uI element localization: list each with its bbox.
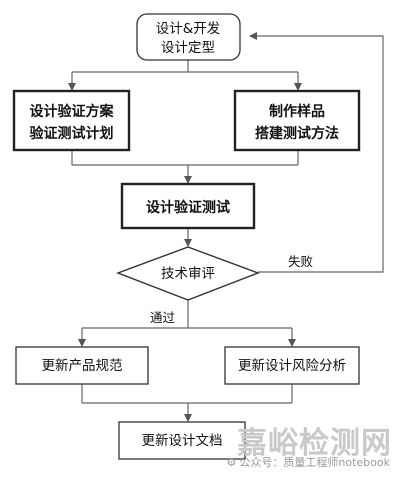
- watermark-brand: 嘉峪检测网: [237, 426, 392, 461]
- left-plan-line1: 设计验证方案: [30, 103, 115, 120]
- connector-fail-loop: [249, 32, 384, 273]
- watermark-account: ⚙公众号：质量工程师notebook: [227, 454, 390, 470]
- update-risk-node: 更新设计风险分析: [224, 346, 360, 385]
- update-spec-label: 更新产品规范: [42, 358, 123, 374]
- review-label: 技术审评: [161, 266, 215, 282]
- pass-label: 通过: [150, 310, 176, 325]
- update-doc-label: 更新设计文档: [142, 433, 223, 449]
- fail-label: 失败: [288, 254, 314, 269]
- verify-test-node: 设计验证测试: [120, 182, 256, 230]
- start-node: 设计&开发 设计定型: [136, 13, 241, 61]
- right-plan-node: 制作样品 搭建测试方法: [233, 89, 361, 152]
- update-doc-node: 更新设计文档: [118, 421, 246, 460]
- update-spec-node: 更新产品规范: [15, 346, 149, 385]
- start-node-line1: 设计&开发: [156, 21, 221, 37]
- right-plan-line1: 制作样品: [269, 103, 325, 120]
- update-risk-label: 更新设计风险分析: [238, 358, 346, 374]
- verify-test-label: 设计验证测试: [146, 199, 230, 216]
- left-plan-line2: 验证测试计划: [30, 125, 114, 142]
- wechat-icon: ⚙: [226, 456, 237, 469]
- right-plan-line2: 搭建测试方法: [255, 125, 339, 142]
- connectors: [68, 32, 384, 422]
- review-decision-node: 技术审评: [116, 246, 260, 301]
- start-node-line2: 设计定型: [161, 40, 215, 56]
- watermark-account-prefix: 公众号：: [239, 456, 284, 469]
- left-plan-node: 设计验证方案 验证测试计划: [12, 89, 131, 152]
- watermark-account-name: 质量工程师notebook: [283, 456, 390, 469]
